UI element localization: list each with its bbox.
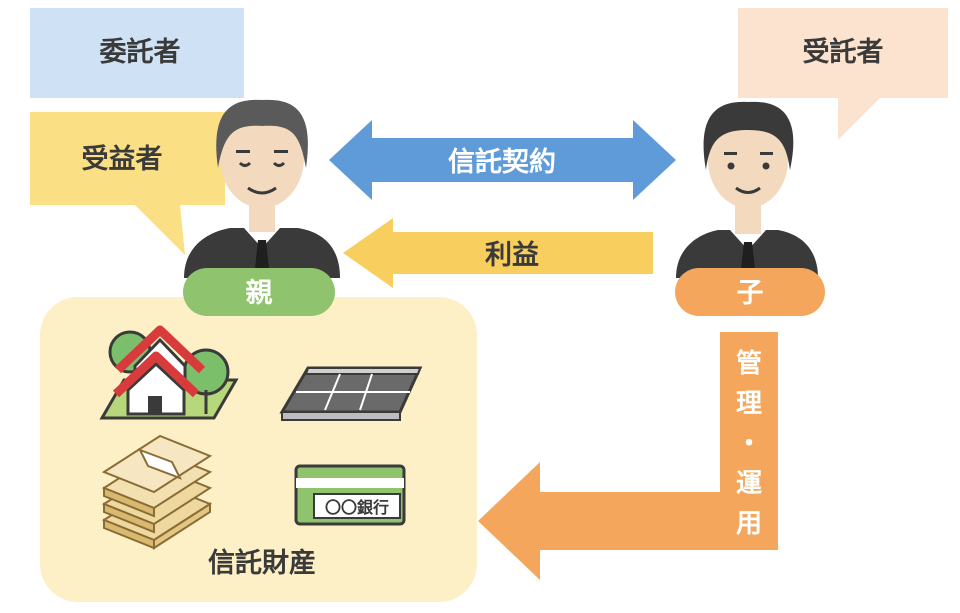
beneficiary-label: 受益者 [82,143,163,175]
profit-arrow [343,218,653,288]
management-char-2: 理 [736,389,762,419]
settlor-bubble [30,8,244,98]
bank-card-label: 〇〇銀行 [325,498,389,517]
bank-card-icon: 〇〇銀行 [294,464,406,526]
parent-badge [183,268,335,316]
child-badge [675,268,825,316]
profit-label: 利益 [485,240,539,271]
management-char-4: 運 [736,469,762,499]
trustee-label: 受託者 [803,36,884,68]
management-char-5: 用 [736,509,762,539]
beneficiary-bubble [30,112,225,255]
parking-lot-icon [279,366,423,421]
settlor-label: 委託者 [100,36,181,68]
trust-property-label: 信託財産 [208,547,316,579]
parent-label: 親 [246,278,273,309]
trust-contract-arrow [329,120,676,200]
trust-contract-label: 信託契約 [448,146,556,178]
management-char-3: ・ [736,429,762,459]
trustee-bubble [738,8,948,140]
management-char-1: 管 [736,349,762,379]
parent-person-icon [184,99,340,286]
cash-stack-icon [101,434,213,550]
management-arrow [478,332,778,580]
house-icon [99,325,239,420]
child-person-icon [676,101,818,286]
management-label: 管 理 ・ 運 用 [736,349,762,539]
child-label: 子 [737,278,764,309]
